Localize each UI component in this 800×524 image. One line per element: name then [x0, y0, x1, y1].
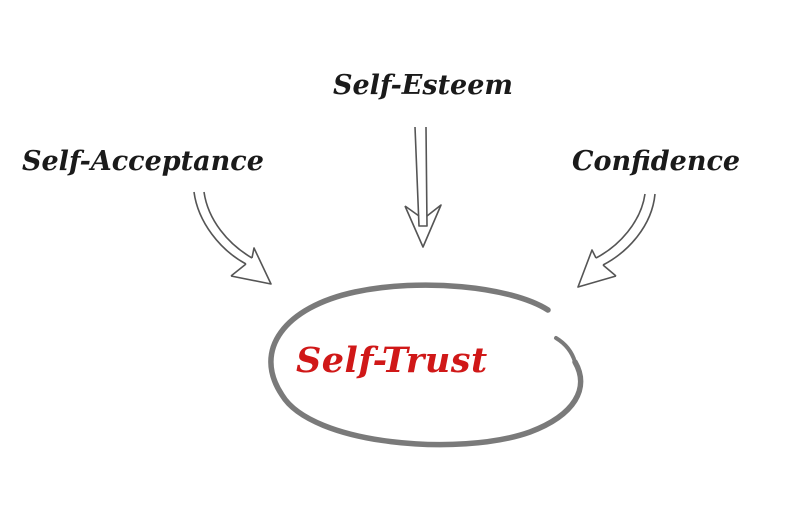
center-ellipse-tail	[554, 336, 577, 364]
arrow-self-acceptance	[193, 191, 272, 285]
label-self-acceptance: Self-Acceptance	[22, 146, 264, 177]
label-self-trust: Self-Trust	[296, 340, 488, 381]
label-self-esteem: Self-Esteem	[333, 70, 513, 101]
arrow-confidence	[577, 193, 656, 288]
arrow-self-esteem	[404, 126, 442, 248]
center-ellipse	[268, 282, 584, 448]
label-confidence: Confidence	[572, 146, 741, 177]
